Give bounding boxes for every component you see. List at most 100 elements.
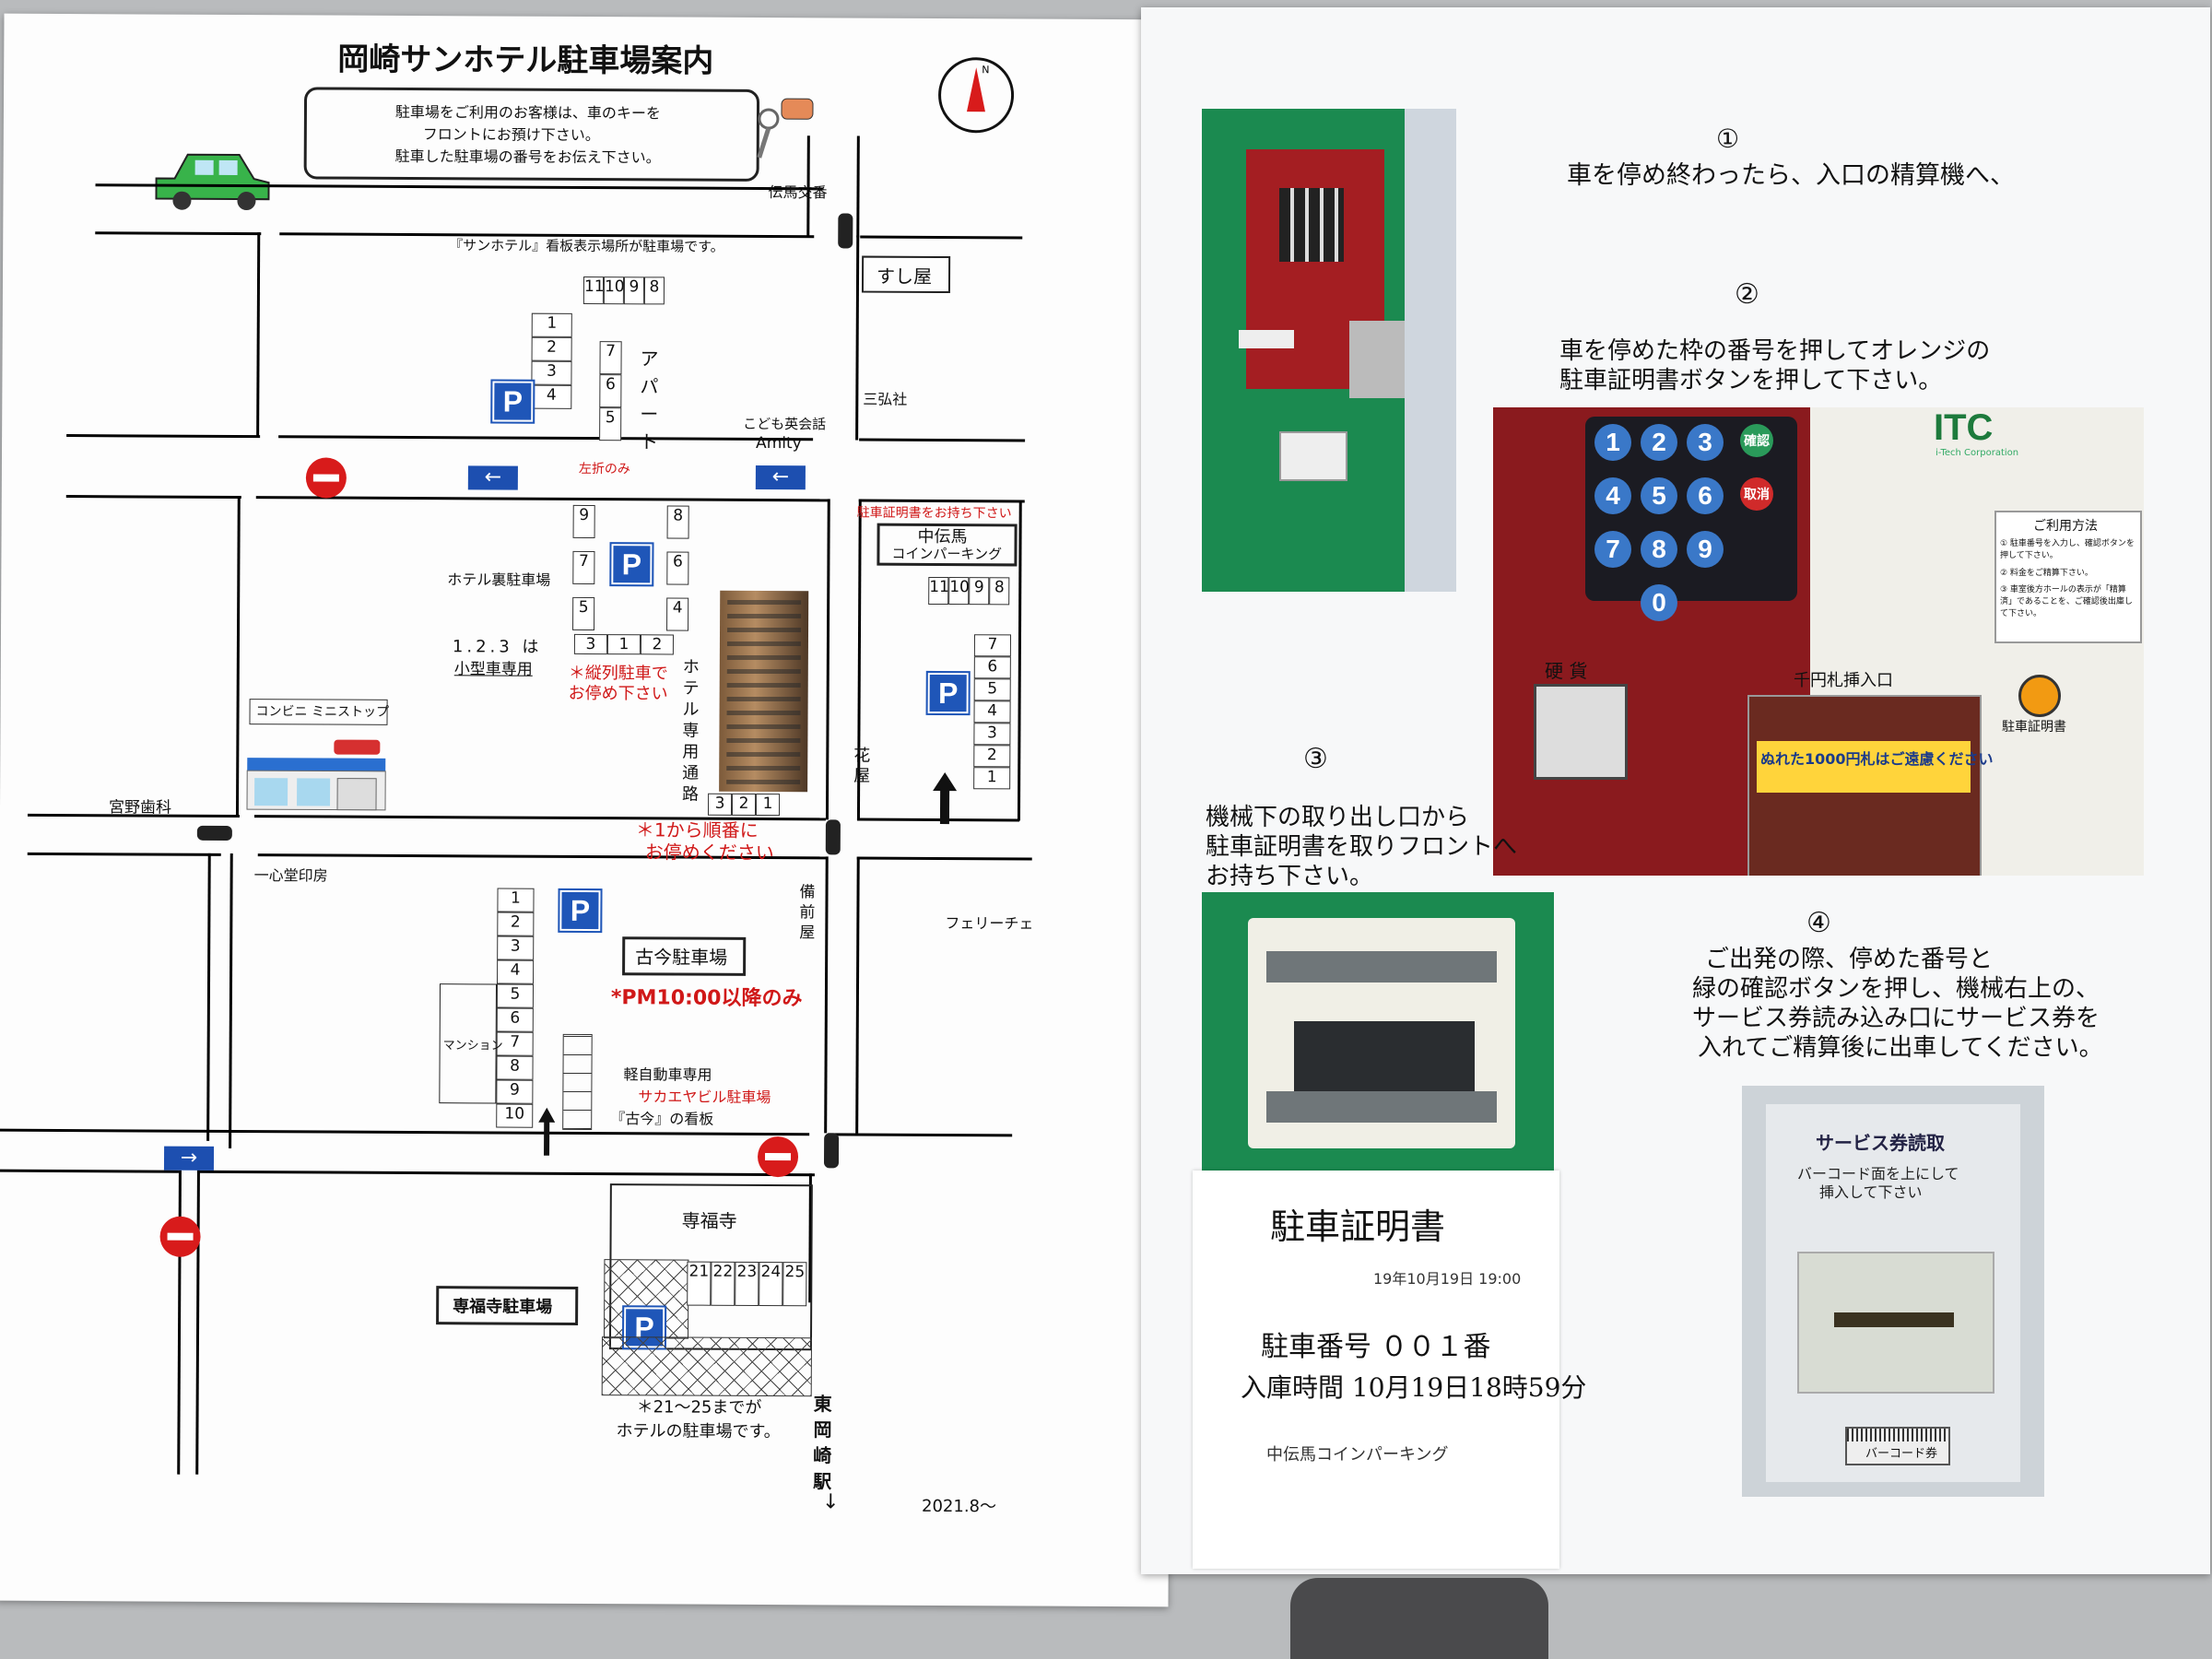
senpukuji-label: 専福寺 [681,1209,737,1232]
apart-label: アパート [640,347,659,453]
north-label: N [982,64,990,76]
slot: 8 [643,276,665,305]
slot: 7 [599,341,622,375]
keypad-key-3: 3 [1687,424,1724,461]
slot: 4 [531,384,572,409]
receipt-lot-name: 中伝馬コインパーキング [1266,1445,1449,1465]
slot: 2 [973,745,1011,768]
north-arrow-icon: N [937,56,1015,134]
keypad-key-1: 1 [1594,424,1631,461]
miyano-dental-label: 宮野歯科 [108,798,172,818]
dispenser-photo [1202,892,1554,1180]
left-arrow-sign-icon: ← [467,465,518,490]
map-date: 2021.8～ [921,1496,997,1517]
down-arrow-icon: ↓ [822,1490,840,1514]
densei-kouban-label: 伝馬交番 [768,183,828,202]
hotel-21-25-note-1: ＊21～25までが [636,1397,762,1418]
keypad-photo: 1 2 3 4 5 6 7 8 9 0 確認 取消 ITC i-Tech Cor… [1493,407,2144,876]
slot: 1 [531,312,572,337]
slot: 8 [496,1055,534,1080]
slot: 9 [623,276,645,305]
slot: 10 [496,1103,534,1128]
kokon-slot-column: 1 2 3 4 5 6 7 8 9 10 [5,14,1177,1128]
key-icon [732,91,833,170]
slot: 3 [531,360,572,385]
higashi-okazaki-label: 東岡崎駅 [813,1393,832,1493]
service-reader-title: サービス券読取 [1816,1132,1945,1154]
step-3-line-2: 駐車証明書を取りフロントへ [1206,833,1518,861]
hotel-building-icon [719,590,809,793]
senpukuji-lower-hatched [601,1336,813,1397]
keypad-key-6: 6 [1687,477,1724,514]
pm10-note: *PM10:00以降のみ [610,986,803,1011]
map-title: 岡崎サンホテル駐車場案内 [337,41,714,80]
traffic-light-icon [823,1133,840,1169]
slot: 22 [711,1261,735,1306]
parking-p-sign: P [490,379,535,424]
slot: 11 [928,576,949,606]
keypad-key-2: 2 [1641,424,1677,461]
parking-p-sign: P [558,888,603,934]
slot: 9 [969,577,990,606]
slot: 7 [973,634,1012,657]
hotel-21-25-note-2: ホテルの駐車場です。 [616,1421,781,1442]
car-icon [147,137,285,216]
small-car-label-2: 小型車専用 [453,660,533,679]
slot: 1 [755,793,781,817]
usage-2: ② 料金をご精算下さい。 [2000,569,2093,578]
keypad-key-9: 9 [1687,531,1724,568]
sushi-shop-label: すし屋 [876,265,933,288]
coin-label: 硬 貨 [1545,660,1588,682]
no-entry-icon [757,1135,799,1178]
usage-title: ご利用方法 [2033,519,2098,534]
parking-certificate-receipt: 駐車証明書 19年10月19日 19:00 駐車番号 ００１番 入庫時間 10月… [1193,1171,1586,1569]
naka-demma-slot-column: 7 6 5 4 3 2 1 [5,14,1177,790]
slot: 9 [572,504,595,539]
barcode-ticket-icon: バーコード券 [1845,1427,1950,1465]
keypad-key-8: 8 [1641,531,1677,568]
kokon-parking-label: 古今駐車場 [635,946,728,969]
slot: 5 [599,407,622,441]
receipt-entry-time: 入庫時間 10月19日18時59分 [1241,1372,1587,1403]
parking-top-slots: 11 10 9 8 1 2 3 4 7 6 5 [5,14,1177,441]
hotel-lane-label: ホテル専用通路 [682,657,700,805]
hotel-back-parking-label: ホテル裏駐車場 [447,571,551,589]
keypad-key-5: 5 [1641,477,1677,514]
kodomo-eikaiwa-label: こども英会話 [743,415,827,433]
naka-demma-coin-parking-label: コインパーキング [891,545,1003,563]
kei-slots-block [562,1033,593,1131]
receipt-number: 駐車番号 ００１番 [1261,1331,1491,1363]
keypad-key-7: 7 [1594,531,1631,568]
step-4-line-4: 入れてご精算後に出車してください。 [1698,1034,2103,1062]
slot: 5 [572,596,595,631]
traffic-light-icon [196,825,232,841]
slot: 11 [582,276,605,305]
step-3-line-3: お持ち下さい。 [1206,863,1374,890]
itc-brand: ITC [1934,407,1994,448]
keypad-key-0: 0 [1641,584,1677,621]
sunhotel-sign-note: 『サンホテル』看板表示場所が駐車場です。 [449,237,724,255]
usage-1: ① 駐車番号を入力し、確認ボタンを押して下さい。 [2000,539,2135,560]
left-turn-only-label: 左折のみ [578,461,630,477]
up-arrow-icon [931,771,959,826]
from-1-note-2: お停めください [644,841,774,865]
step-2-line-2: 駐車証明書ボタンを押して下さい。 [1559,367,1943,394]
small-car-label-1: 1.2.3 は [452,637,543,657]
step-4-line-3: サービス券読み込み口にサービス券を [1692,1005,2100,1032]
right-arrow-sign-icon: → [163,1146,215,1171]
ferry-label: フェリーチェ [945,914,1034,933]
slot: 1 [973,767,1011,790]
hanaya-label: 花屋 [853,746,871,786]
slot: 24 [759,1261,783,1307]
parking-p-sign: P [609,542,654,587]
slot: 2 [531,336,572,361]
slot: 5 [496,983,535,1008]
slot: 6 [496,1007,534,1032]
instruction-sheet: ① 車を停め終わったら、入口の精算機へ、 ② 車を停めた枠の番号を押してオレンジ… [1141,7,2210,1574]
slot: 3 [707,793,733,816]
notice-line-3: 駐車した駐車場の番号をお伝え下さい。 [394,147,661,167]
receipt-datetime: 19年10月19日 19:00 [1373,1270,1522,1288]
slot: 2 [640,634,674,655]
service-reader-line-2: 挿入して下さい [1819,1183,1923,1201]
parking-map-sheet: 岡崎サンホテル駐車場案内 N 駐車場をご利用のお客様は、車のキーを フロントにお… [0,13,1177,1607]
